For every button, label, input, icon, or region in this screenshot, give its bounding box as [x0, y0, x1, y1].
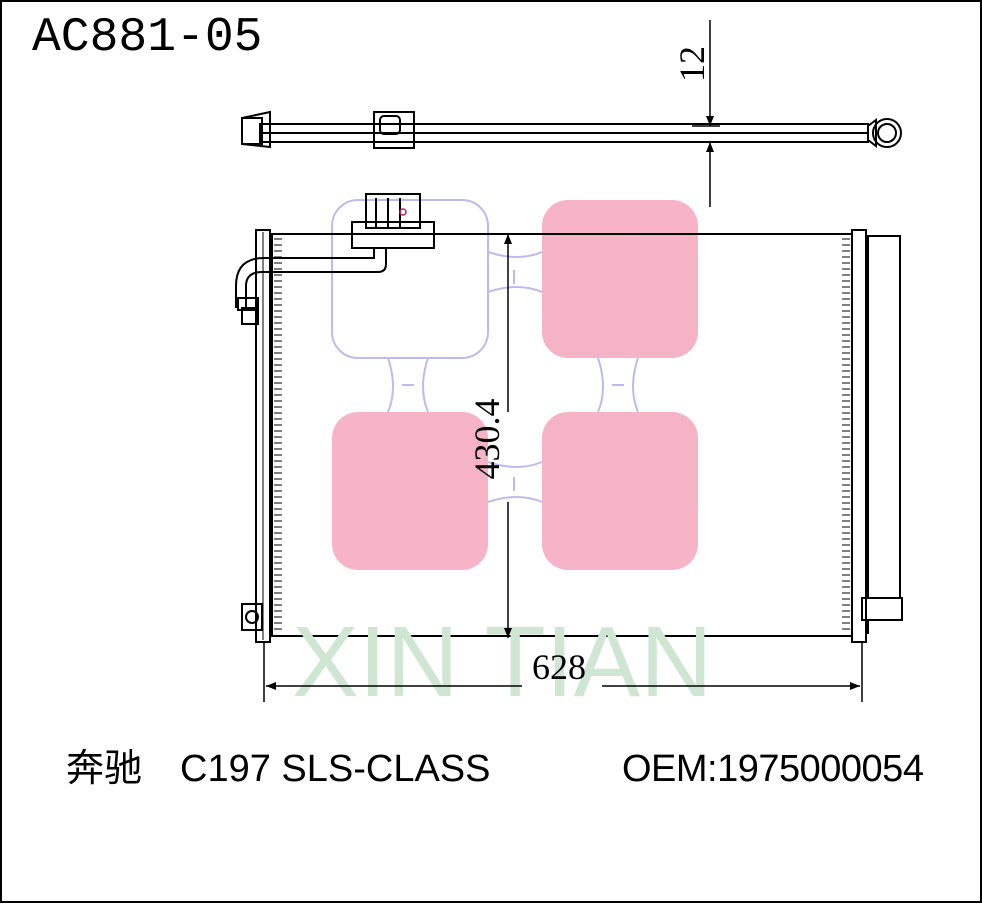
thickness-label: 12: [672, 46, 712, 82]
oem-number: OEM:1975000054: [622, 748, 924, 790]
watermark-logo: [331, 199, 698, 570]
thickness-dimension: [692, 20, 720, 207]
model-label: C197 SLS-CLASS: [180, 748, 491, 790]
watermark-text: XIN TIAN: [292, 606, 712, 718]
part-number: AC881-05: [32, 11, 263, 65]
width-dimension: [263, 642, 863, 702]
front-view: [235, 193, 903, 643]
brand-label: 奔驰: [66, 748, 143, 790]
top-view: [241, 110, 902, 149]
height-label: 430.4: [467, 399, 507, 480]
width-label: 628: [532, 647, 586, 687]
